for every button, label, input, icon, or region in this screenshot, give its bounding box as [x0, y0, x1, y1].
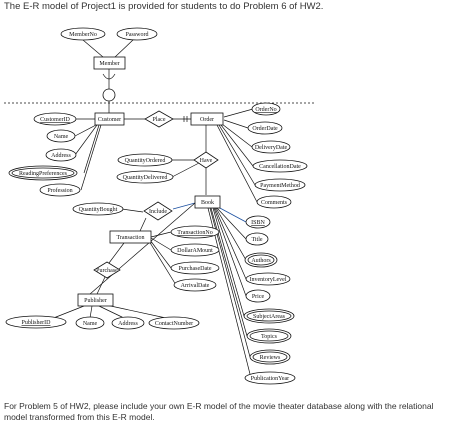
attr-reviews-label: Reviews	[260, 355, 281, 361]
rel-have	[193, 151, 219, 169]
attr-transaction-no-label: TransactionNo	[177, 230, 212, 236]
rel-purchase-label: Purchase	[96, 268, 118, 274]
attr-comments	[256, 195, 292, 209]
attr-order-date	[247, 121, 283, 135]
attr-password	[116, 27, 158, 41]
entity-publisher	[77, 293, 114, 307]
entity-book	[194, 195, 221, 209]
attr-topics	[249, 330, 289, 342]
subclass-circle	[102, 88, 116, 102]
attr-customer-id-label: CustomerID	[40, 117, 70, 123]
entity-customer	[94, 112, 125, 126]
attr-purchase-date	[170, 261, 220, 275]
rel-have-label: Have	[200, 158, 213, 164]
attr-transaction-no	[170, 225, 220, 239]
attr-order-no-label: OrderNo	[255, 107, 276, 113]
attr-password-label: Password	[125, 32, 148, 38]
rel-include-label: Include	[149, 209, 167, 215]
attr-cancellation-date-label: CancellationDate	[259, 164, 301, 170]
attr-reviews	[252, 351, 288, 363]
attr-delivery-date	[251, 140, 291, 154]
attr-customer-name-label: Name	[54, 134, 69, 140]
attr-publication-year-label: PublicationYear	[251, 376, 289, 382]
attr-publisher-name-label: Name	[83, 321, 98, 327]
attr-subject-areas-label: SubjectAreas	[253, 314, 286, 320]
attr-customer-address-label: Address	[51, 153, 71, 159]
attr-isbn	[245, 215, 271, 229]
entity-publisher-label: Publisher	[84, 298, 107, 304]
entity-transaction-label: Transaction	[116, 235, 144, 241]
attr-order-date-label: OrderDate	[252, 126, 278, 132]
attr-profession	[39, 183, 81, 197]
attr-dollar-amount	[170, 243, 220, 257]
attr-publisher-id-label: PublisherID	[22, 320, 52, 326]
attr-order-no	[251, 102, 281, 116]
attr-topics-label: Topics	[261, 334, 278, 340]
attr-contact-number-label: ContactNumber	[155, 321, 193, 327]
attr-profession-label: Profession	[47, 187, 72, 194]
attr-title-label: Title	[251, 237, 262, 243]
attr-quantity-bought	[72, 202, 124, 216]
entity-member	[93, 56, 126, 70]
attr-authors	[247, 254, 275, 266]
attr-member-no-label: MemberNo	[69, 32, 97, 38]
entity-order-label: Order	[200, 117, 214, 123]
attr-publication-year	[244, 371, 296, 385]
attr-inventory-level-label: InventoryLevel	[250, 277, 287, 283]
entity-member-label: Member	[99, 61, 119, 67]
attr-dollar-amount-label: DollarAMount	[177, 248, 213, 254]
attr-inventory-level	[245, 272, 291, 286]
attr-arrival-date-label: ArrivalDate	[181, 283, 210, 289]
attr-publisher-name	[75, 316, 105, 330]
entity-customer-label: Customer	[98, 117, 121, 123]
attr-price-label: Price	[252, 294, 265, 300]
attr-publisher-address	[111, 316, 145, 330]
attr-cancellation-date	[252, 159, 308, 173]
attr-subject-areas	[246, 310, 292, 322]
attr-publisher-id	[5, 315, 67, 329]
attr-isbn-label: ISBN	[251, 220, 265, 226]
attr-comments-label: Comments	[261, 200, 288, 206]
intro-text: The E-R model of Project1 is provided fo…	[4, 1, 324, 12]
attr-purchase-date-label: PurchaseDate	[179, 266, 212, 272]
attr-quantity-bought-label: QuantityBought	[79, 207, 118, 213]
attr-publisher-address-label: Address	[118, 321, 138, 327]
attr-authors-label: Authors	[251, 258, 271, 264]
entity-book-label: Book	[201, 200, 214, 206]
attr-quantity-delivered	[116, 170, 174, 184]
attr-reading-preferences	[11, 167, 75, 179]
attr-quantity-delivered-label: QuantityDelivered	[123, 175, 168, 181]
attr-quantity-ordered-label: QuantityOrdered	[125, 158, 166, 164]
er-diagram: MemberNo Password Member Customer Custom…	[4, 27, 316, 385]
entity-order	[190, 112, 224, 126]
attr-customer-address	[45, 148, 77, 162]
attr-customer-id	[33, 112, 77, 126]
attr-payment-method-label: PaymentMethod	[260, 183, 300, 189]
attr-quantity-ordered	[117, 153, 173, 167]
attr-member-no	[60, 27, 106, 41]
attr-arrival-date	[173, 278, 217, 292]
attr-contact-number	[148, 316, 200, 330]
rel-place-label: Place	[153, 117, 166, 123]
attr-title	[245, 232, 269, 246]
attr-customer-name	[46, 129, 76, 143]
attr-payment-method	[254, 178, 306, 192]
rel-purchase	[93, 261, 121, 279]
attr-delivery-date-label: DeliveryDate	[255, 145, 288, 151]
rel-place	[144, 110, 174, 128]
attr-price	[245, 289, 271, 303]
outro-text: For Problem 5 of HW2, please include you…	[4, 401, 434, 422]
rel-include	[143, 201, 173, 221]
attr-reading-preferences-label: ReadingPreferences	[19, 170, 68, 177]
entity-transaction	[109, 230, 152, 244]
